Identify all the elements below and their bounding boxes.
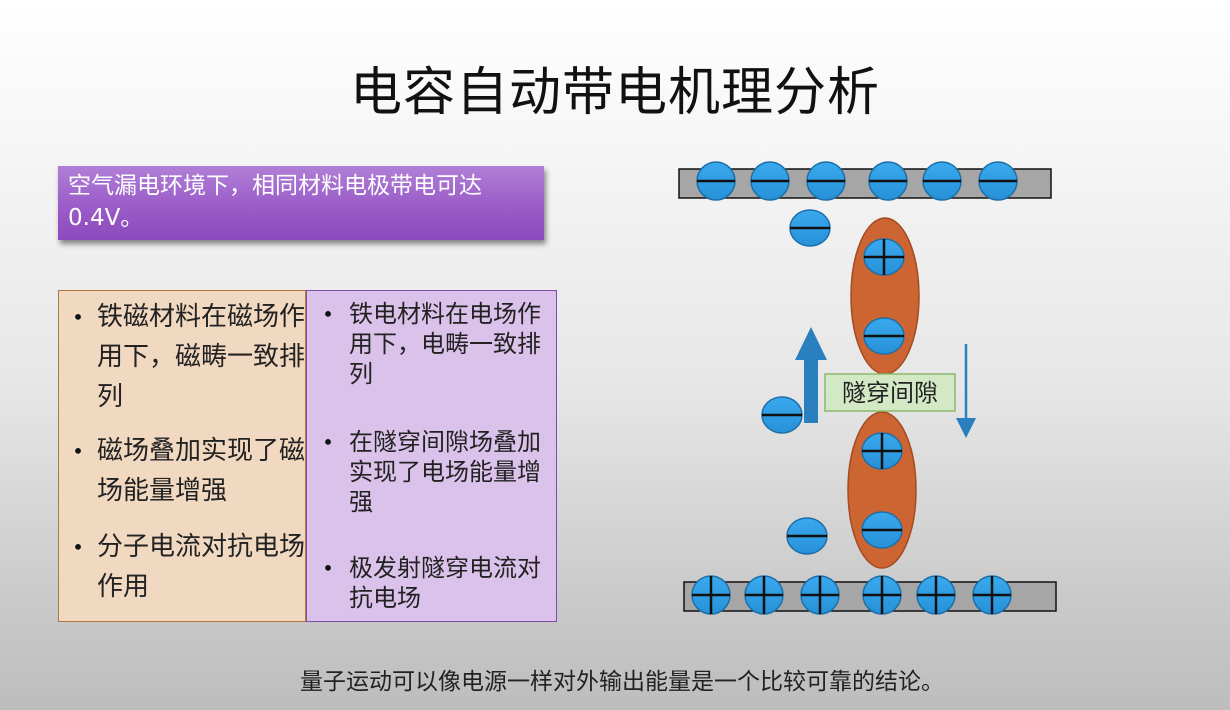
positive-charge-icon [863,238,905,276]
positive-charge-icon [916,575,956,615]
positive-charge-icon [691,575,731,615]
list-item: • 在隧穿间隙场叠加实现了电场能量增强 [307,427,556,517]
negative-charge-icon [922,161,962,201]
list-item: • 铁电材料在电场作用下，电畴一致排列 [307,299,556,389]
negative-charge-icon [750,161,790,201]
bullet-icon: • [322,430,334,454]
list-item: • 极发射隧穿电流对抗电场 [307,553,556,613]
negative-charge-icon [863,317,905,355]
list-item: • 铁磁材料在磁场作用下，磁畴一致排列 [59,297,305,417]
charges-group [691,161,1018,615]
negative-charge-icon [978,161,1018,201]
bullet-icon: • [72,535,84,559]
note-text: 空气漏电环境下，相同材料电极带电可达0.4V。 [68,173,482,231]
bullet-icon: • [322,556,334,580]
negative-charge-icon [806,161,846,201]
positive-charge-icon [862,575,902,615]
gap-label: 隧穿间隙 [842,379,938,407]
positive-charge-icon [972,575,1012,615]
free-electron-icon [786,517,828,555]
conclusion-text: 量子运动可以像电源一样对外输出能量是一个比较可靠的结论。 [300,669,944,695]
comparison-table: • 铁磁材料在磁场作用下，磁畴一致排列 • 磁场叠加实现了磁场能量增强 • 分子… [58,290,557,622]
free-electron-icon [789,209,831,247]
bullet-icon: • [322,302,334,326]
list-item: • 分子电流对抗电场作用 [59,527,305,607]
negative-charge-icon [696,161,736,201]
ferromagnetic-column: • 铁磁材料在磁场作用下，磁畴一致排列 • 磁场叠加实现了磁场能量增强 • 分子… [58,290,306,622]
positive-charge-icon [800,575,840,615]
up-arrow-icon [795,327,827,423]
positive-charge-icon [861,432,903,470]
free-electron-icon [761,396,803,434]
negative-charge-icon [861,511,903,549]
negative-charge-icon [868,161,908,201]
slide-title: 电容自动带电机理分析 [349,63,880,123]
gap-label-box [824,373,956,412]
bullet-icon: • [72,305,84,329]
positive-charge-icon [744,575,784,615]
note-box: 空气漏电环境下，相同材料电极带电可达0.4V。 [58,166,544,240]
ferroelectric-column: • 铁电材料在电场作用下，电畴一致排列 • 在隧穿间隙场叠加实现了电场能量增强 … [306,290,557,622]
bullet-icon: • [72,439,84,463]
list-item: • 磁场叠加实现了磁场能量增强 [59,431,305,511]
